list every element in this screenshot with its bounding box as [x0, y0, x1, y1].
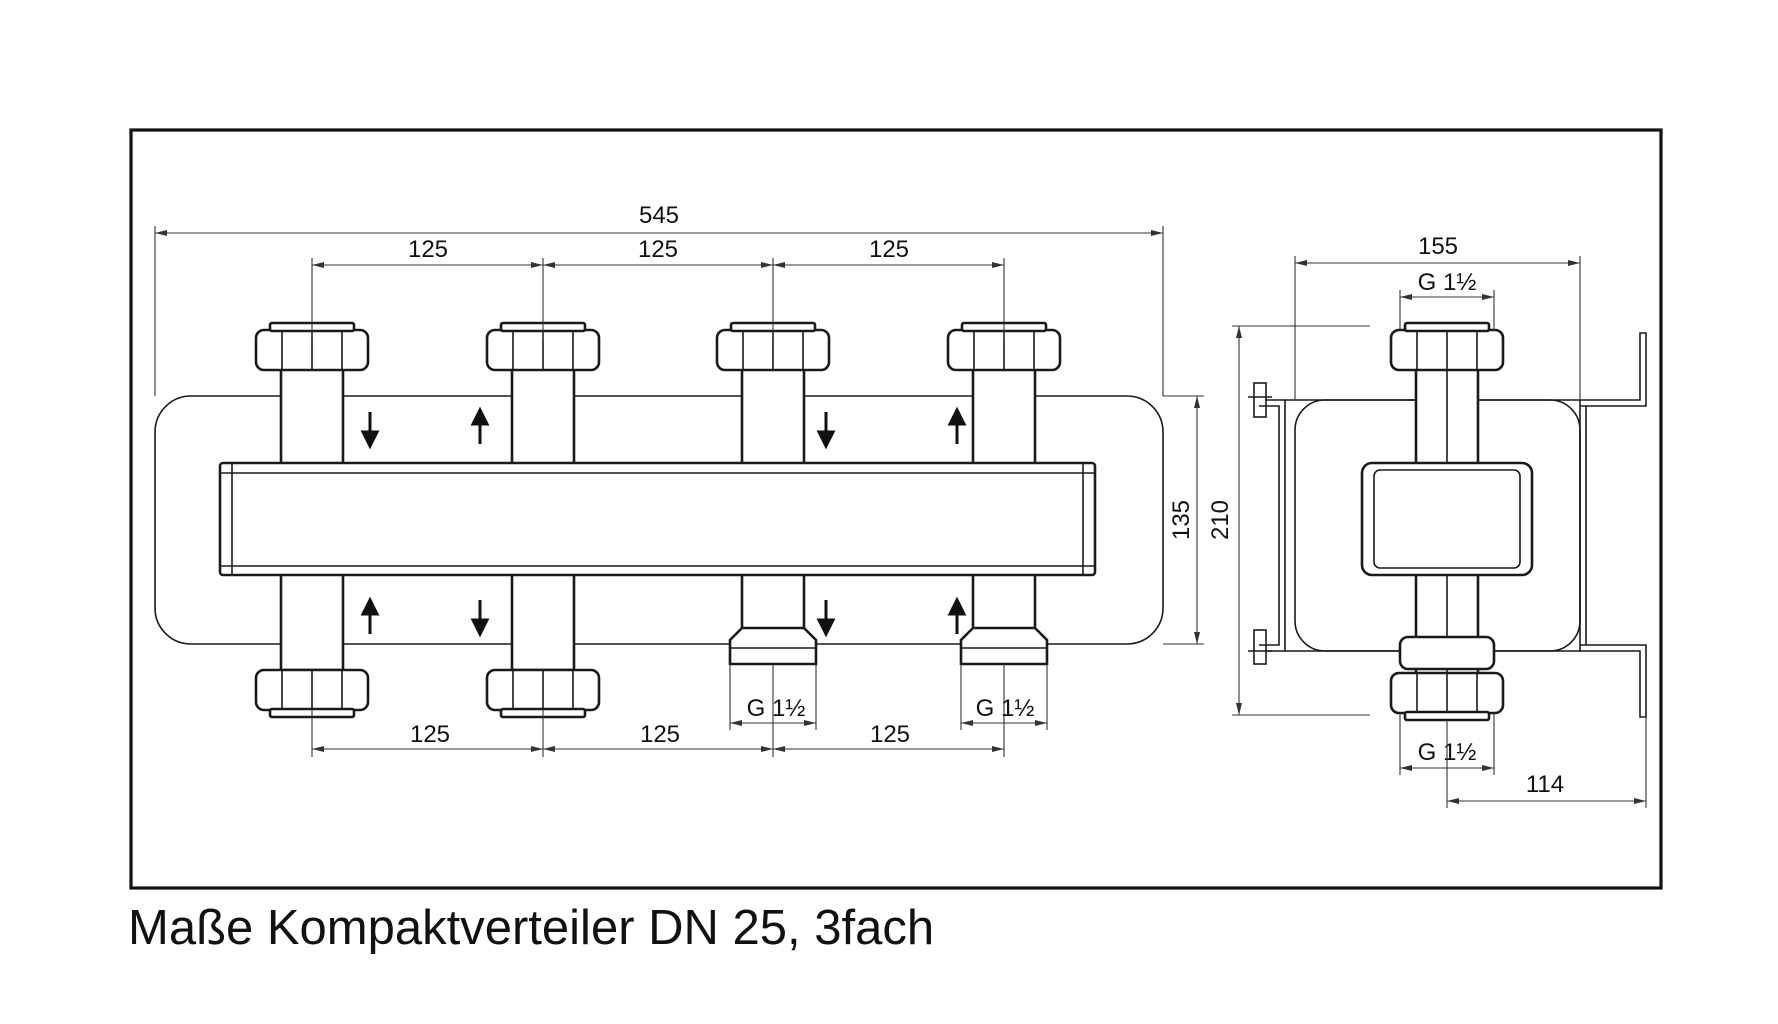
figure-caption: Maße Kompaktverteiler DN 25, 3fach — [128, 901, 935, 955]
insulation-shell — [154, 395, 1164, 645]
dim-bottom-spacing-3: 125 — [870, 721, 910, 748]
drawing-frame — [129, 128, 1663, 890]
dim-overall-width: 545 — [639, 202, 679, 229]
dim-bottom-spacing-2: 125 — [640, 721, 680, 748]
dim-height-total: 210 — [1207, 500, 1234, 540]
top-union-nuts — [254, 321, 1062, 372]
threaded-stubs — [728, 626, 1049, 666]
header-end-cap — [1360, 461, 1534, 577]
dim-thread-right: G 1½ — [976, 695, 1035, 722]
dim-top-spacing-1: 125 — [408, 236, 448, 263]
dim-side-thread-top: G 1½ — [1418, 269, 1477, 296]
front-view: 545 125 125 125 125 125 125 — [154, 202, 1370, 757]
dim-top-spacing-2: 125 — [638, 236, 678, 263]
dim-side-width: 155 — [1418, 233, 1458, 260]
dim-thread-left: G 1½ — [747, 695, 806, 722]
side-view: 155 G 1½ G 1½ 114 — [1248, 233, 1647, 808]
side-dimensions: 155 G 1½ G 1½ 114 — [1294, 233, 1647, 808]
dim-top-spacing-3: 125 — [869, 236, 909, 263]
dim-bracket-depth: 114 — [1526, 771, 1564, 798]
bottom-pipes — [279, 572, 1037, 672]
front-dimensions: 545 125 125 125 125 125 125 — [154, 202, 1370, 757]
top-pipes — [279, 366, 1037, 466]
header-bar — [218, 461, 1097, 577]
dim-bottom-spacing-1: 125 — [410, 721, 450, 748]
bottom-union-nuts — [254, 668, 601, 719]
flow-arrows — [360, 406, 967, 638]
dim-height-body: 135 — [1168, 500, 1195, 540]
